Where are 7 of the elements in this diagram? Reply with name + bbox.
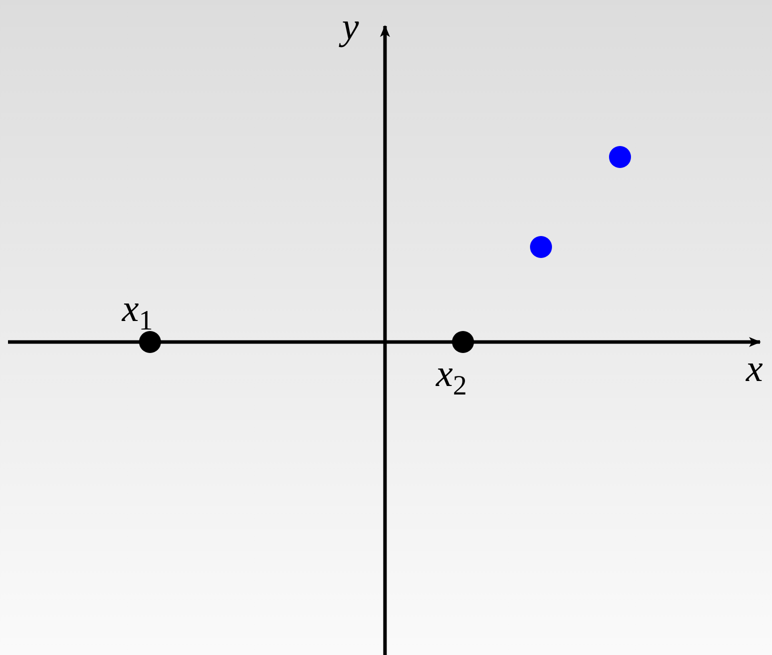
data-point [609, 146, 631, 168]
axis-label: x [746, 350, 763, 388]
point-label: x$_{2}$ [436, 355, 467, 393]
data-point [139, 331, 161, 353]
data-point [452, 331, 474, 353]
point-label: x$_{1}$ [122, 290, 153, 328]
data-point [530, 236, 552, 258]
